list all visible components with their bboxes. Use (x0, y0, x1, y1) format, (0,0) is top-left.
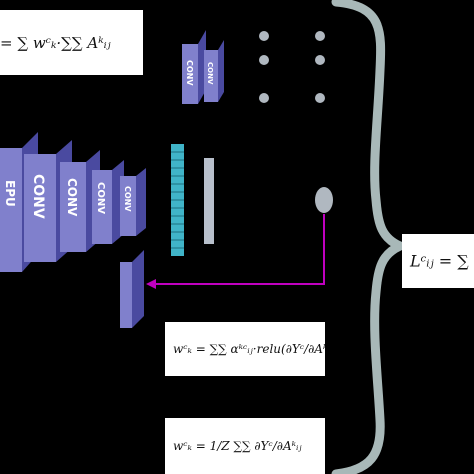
left-arrow-icon (146, 279, 156, 289)
conv-block-1-label: EPU (3, 180, 17, 207)
feature-map-block (120, 250, 144, 328)
node (315, 93, 325, 103)
top-conv-2-side (218, 40, 224, 102)
top-conv-stack: CONV CONV (182, 30, 224, 104)
node (259, 31, 269, 41)
formula-weights-avg-text: wᶜₖ = 1/Z ∑∑ ∂Yᶜ/∂Aᵏᵢⱼ (173, 439, 302, 453)
top-conv-2-label: CONV (206, 62, 214, 85)
node (259, 93, 269, 103)
conv-block-4 (92, 170, 112, 244)
conv-block-1 (0, 148, 22, 272)
formula-gradcam-map: = ∑ wᶜₖ·∑∑ Aᵏᵢⱼ (0, 10, 143, 75)
conv-block-3 (60, 162, 86, 252)
conv-block-3-label: CONV (65, 178, 79, 217)
formula-weights-relu-text: wᶜₖ = ∑∑ αᵏᶜᵢⱼ·relu(∂Yᶜ/∂Aᵏᵢⱼ) (173, 342, 325, 356)
feature-map-side (132, 250, 144, 328)
dense-layer (171, 144, 184, 256)
formula-weights-relu: wᶜₖ = ∑∑ αᵏᶜᵢⱼ·relu(∂Yᶜ/∂Aᵏᵢⱼ) (165, 322, 325, 376)
curly-brace-icon (331, 0, 412, 474)
formula-gradcam-map-text: = ∑ wᶜₖ·∑∑ Aᵏᵢⱼ (0, 33, 111, 52)
main-conv-stack: EPU CONV CONV CONV CONV (0, 132, 146, 272)
formula-weights-avg: wᶜₖ = 1/Z ∑∑ ∂Yᶜ/∂Aᵏᵢⱼ (165, 418, 325, 474)
node (315, 55, 325, 65)
conv-block-4-label: CONV (95, 182, 106, 214)
top-node-grid (259, 31, 325, 103)
top-conv-1-label: CONV (185, 60, 194, 86)
formula-localization-map: Lᶜᵢⱼ = ∑ (402, 234, 474, 288)
output-bar (204, 158, 214, 244)
feature-map-front (120, 262, 132, 328)
top-conv-2 (204, 50, 218, 102)
conv-block-5-label: CONV (123, 186, 132, 212)
formula-localization-map-text: Lᶜᵢⱼ = ∑ (410, 251, 469, 271)
node (259, 55, 269, 65)
class-score-node (315, 187, 333, 213)
node (315, 31, 325, 41)
conv-block-2-label: CONV (30, 174, 46, 219)
conv-block-5-side (136, 168, 146, 236)
conv-block-2 (24, 154, 56, 262)
top-conv-1 (182, 44, 198, 104)
conv-block-5 (120, 176, 136, 236)
gradient-arrow (152, 214, 325, 285)
